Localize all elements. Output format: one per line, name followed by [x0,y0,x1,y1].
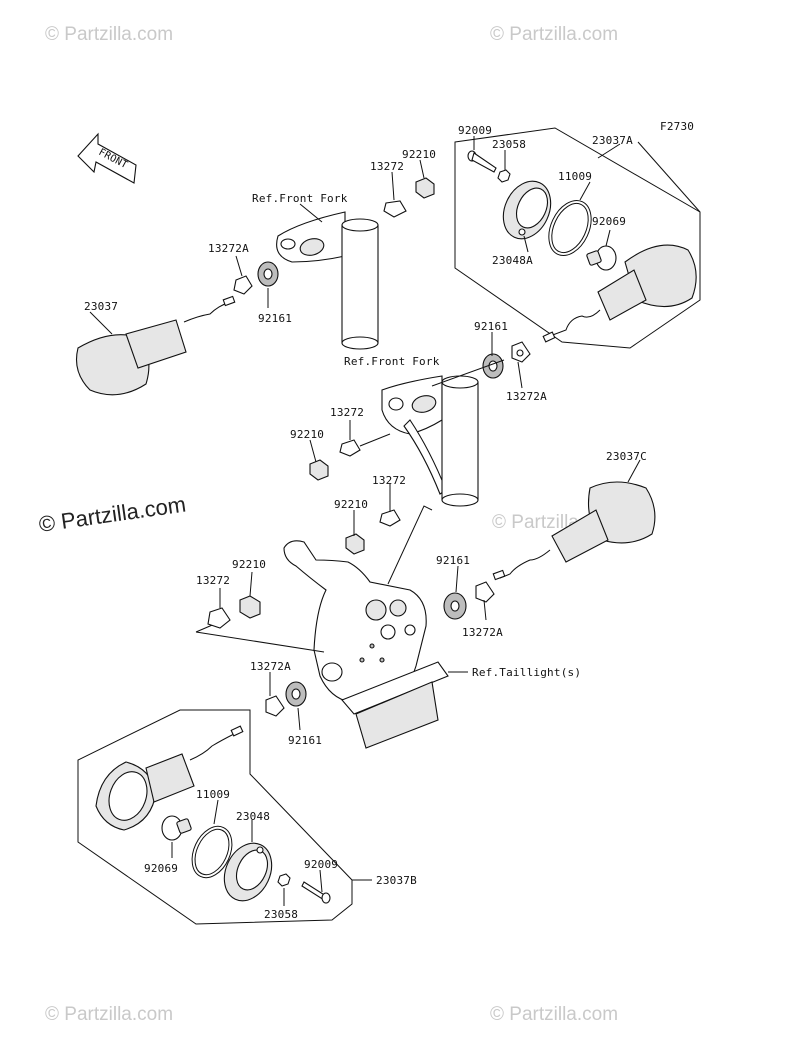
gasket-11009-upper [548,200,592,256]
label-23037C: 23037C [606,450,647,463]
lens-23048A [502,180,552,240]
washer-13272A-upper-right [511,341,531,363]
nut-23058-lower [277,873,291,887]
label-23048A: 23048A [492,254,533,267]
washer-13272-middle [339,439,361,457]
nut-92210-rear-left [239,595,261,619]
washer-13272-rear-upper [379,509,401,527]
label-92210-upper: 92210 [402,148,436,161]
label-23048: 23048 [236,810,270,823]
washer-13272A-upper-left [233,275,253,295]
grommet-92161-rear-lower [285,681,307,707]
nut-92210-rear-upper [345,533,365,555]
label-13272-rear-upper: 13272 [372,474,406,487]
label-13272-upper: 13272 [370,160,404,173]
front-fork-middle [381,375,479,507]
rear-bracket [283,540,449,749]
label-11009-lower: 11009 [196,788,230,801]
signal-lamp-23037 [75,295,236,396]
ref-front-fork-middle: Ref.Front Fork [344,355,440,368]
label-13272-rear-left: 13272 [196,574,230,587]
label-92161-rear-lower: 92161 [288,734,322,747]
washer-13272A-rear-right [475,581,495,603]
label-23037B: 23037B [376,874,417,887]
label-92161-rear-right: 92161 [436,554,470,567]
grommet-92161-rear-right [443,592,467,620]
figure-code: F2730 [660,120,694,133]
label-13272A-upper-left: 13272A [208,242,249,255]
outline-23037A [454,127,701,349]
label-92161-upper-right: 92161 [474,320,508,333]
watermark-bottom-right: © Partzilla.com [490,1004,618,1025]
label-23058-lower: 23058 [264,908,298,921]
washer-13272A-rear-lower [265,695,285,717]
ref-taillight: Ref.Taillight(s) [472,666,581,679]
label-92069-upper: 92069 [592,215,626,228]
front-arrow-icon: FRONT [77,132,137,184]
nut-92210-upper [415,177,435,199]
watermark-top-right: © Partzilla.com [490,24,618,45]
label-13272A-rear-lower: 13272A [250,660,291,673]
ref-front-fork-upper: Ref.Front Fork [252,192,348,205]
label-13272-middle: 13272 [330,406,364,419]
nut-23058-upper [497,169,511,183]
signal-lamp-23037C [492,481,656,581]
lens-23048 [223,842,273,902]
washer-13272-rear-left [207,607,231,629]
washer-13272-upper [383,200,407,218]
screw-92009-upper [467,150,497,173]
label-92210-rear-left: 92210 [232,558,266,571]
label-23037: 23037 [84,300,118,313]
label-92009-upper: 92009 [458,124,492,137]
label-11009-upper: 11009 [558,170,592,183]
label-92161-upper-left: 92161 [258,312,292,325]
screw-92009-lower [301,881,331,904]
label-92009-lower: 92009 [304,858,338,871]
bulb-92069-upper [586,245,617,271]
label-13272A-rear-right: 13272A [462,626,503,639]
label-23058-upper: 23058 [492,138,526,151]
outline-23037B [77,709,353,925]
bulb-92069-lower [161,815,192,841]
front-fork-upper [276,211,379,350]
nut-92210-middle [309,459,329,481]
gasket-11009-lower [191,825,233,879]
label-92210-rear-upper: 92210 [334,498,368,511]
label-92210-middle: 92210 [290,428,324,441]
label-13272A-upper-right: 13272A [506,390,547,403]
label-92069-lower: 92069 [144,862,178,875]
watermark-bottom-left: © Partzilla.com [45,1004,173,1025]
grommet-92161-upper-left [257,261,279,287]
signal-lamp-23037B [95,725,244,831]
label-23037A: 23037A [592,134,633,147]
signal-lamp-23037A [542,244,697,343]
watermark-center-left: © Partzilla.com [37,492,187,537]
watermark-top-left: © Partzilla.com [45,24,173,45]
leader-lines [89,136,701,906]
